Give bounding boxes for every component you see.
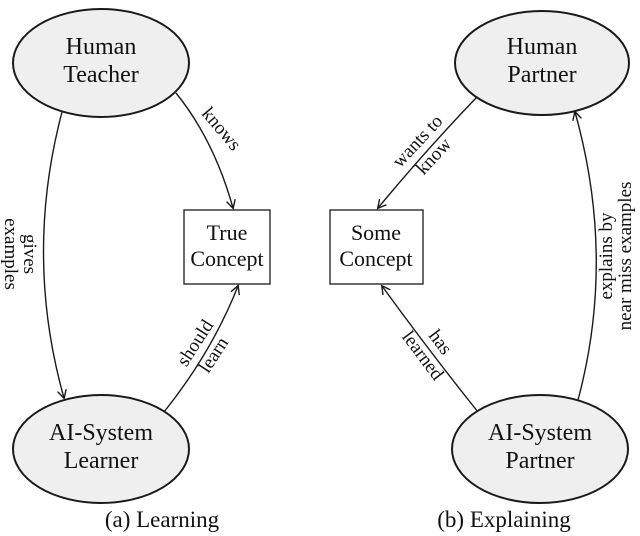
svg-text:True: True [207,220,248,245]
human-partner-node [454,10,630,116]
svg-text:knows: knows [197,103,245,155]
some-concept-label: Some Concept [339,220,412,271]
true-concept-box [183,209,271,285]
has-learned-label: has learned [397,326,456,385]
svg-text:near miss examples: near miss examples [615,182,636,331]
human-partner-label: Human Partner [507,34,578,88]
explains-label: explains by near miss examples [596,182,636,331]
svg-text:AI-System: AI-System [49,420,153,446]
svg-text:Some: Some [351,220,401,245]
svg-text:Concept: Concept [190,246,263,271]
explains-arrow [575,112,597,401]
wants-to-know-arrow [378,96,478,208]
svg-text:explains by: explains by [596,212,617,300]
knows-arrow [175,92,233,208]
svg-text:Teacher: Teacher [63,62,139,88]
has-learned-arrow [382,286,479,413]
ai-system-partner-node [451,394,629,504]
human-teacher-label: Human Teacher [63,34,139,88]
should-learn-label: should learn [173,316,233,377]
svg-text:Human: Human [507,34,578,60]
gives-examples-arrow [42,111,64,398]
ai-system-learner-node [12,394,190,504]
caption-explaining: (b) Explaining [437,507,571,532]
some-concept-box [329,209,424,285]
ai-system-partner-label: AI-System Partner [488,420,592,474]
svg-text:gives: gives [19,234,40,274]
gives-examples-label: gives examples [0,218,40,290]
svg-text:Learner: Learner [64,448,139,474]
svg-text:Partner: Partner [507,62,576,88]
caption-learning: (a) Learning [105,507,220,532]
svg-text:Partner: Partner [505,448,574,474]
ai-system-learner-label: AI-System Learner [49,420,153,474]
svg-text:Human: Human [66,34,137,60]
svg-text:Concept: Concept [339,246,412,271]
human-teacher-node [12,8,190,118]
svg-text:AI-System: AI-System [488,420,592,446]
should-learn-arrow [163,286,238,413]
true-concept-label: True Concept [190,220,263,271]
svg-text:examples: examples [0,218,21,290]
knows-label: knows [197,103,245,155]
